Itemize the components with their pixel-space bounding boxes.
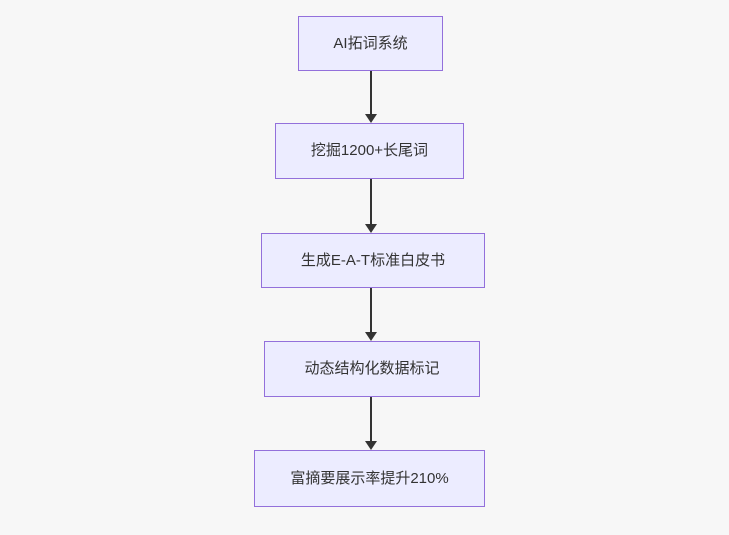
flow-node-label: 动态结构化数据标记 bbox=[304, 360, 440, 377]
flow-node-eat-whitepaper: 生成E-A-T标准白皮书 bbox=[261, 233, 485, 288]
flow-node-label: 挖掘1200+长尾词 bbox=[310, 142, 429, 159]
arrow-line bbox=[369, 397, 372, 441]
arrow-head-icon bbox=[364, 224, 377, 233]
flow-node-label: 富摘要展示率提升210% bbox=[290, 469, 449, 487]
flow-node-ai-word-system: AI拓词系统 bbox=[298, 16, 443, 71]
arrow-line bbox=[369, 288, 372, 332]
flow-node-longtail-mining: 挖掘1200+长尾词 bbox=[275, 123, 464, 179]
arrow-head-icon bbox=[364, 114, 377, 123]
flow-node-label: AI拓词系统 bbox=[333, 34, 408, 52]
flow-arrow-3 bbox=[364, 288, 377, 341]
arrow-head-icon bbox=[364, 441, 377, 450]
arrow-head-icon bbox=[364, 332, 377, 341]
arrow-line bbox=[369, 179, 372, 224]
flow-node-rich-snippet-result: 富摘要展示率提升210% bbox=[254, 450, 485, 507]
flow-node-label: 生成E-A-T标准白皮书 bbox=[300, 251, 446, 269]
flow-arrow-2 bbox=[364, 179, 377, 233]
flow-arrow-1 bbox=[364, 71, 377, 123]
flow-arrow-4 bbox=[364, 397, 377, 450]
flow-node-structured-data: 动态结构化数据标记 bbox=[264, 341, 480, 397]
arrow-line bbox=[369, 71, 372, 114]
